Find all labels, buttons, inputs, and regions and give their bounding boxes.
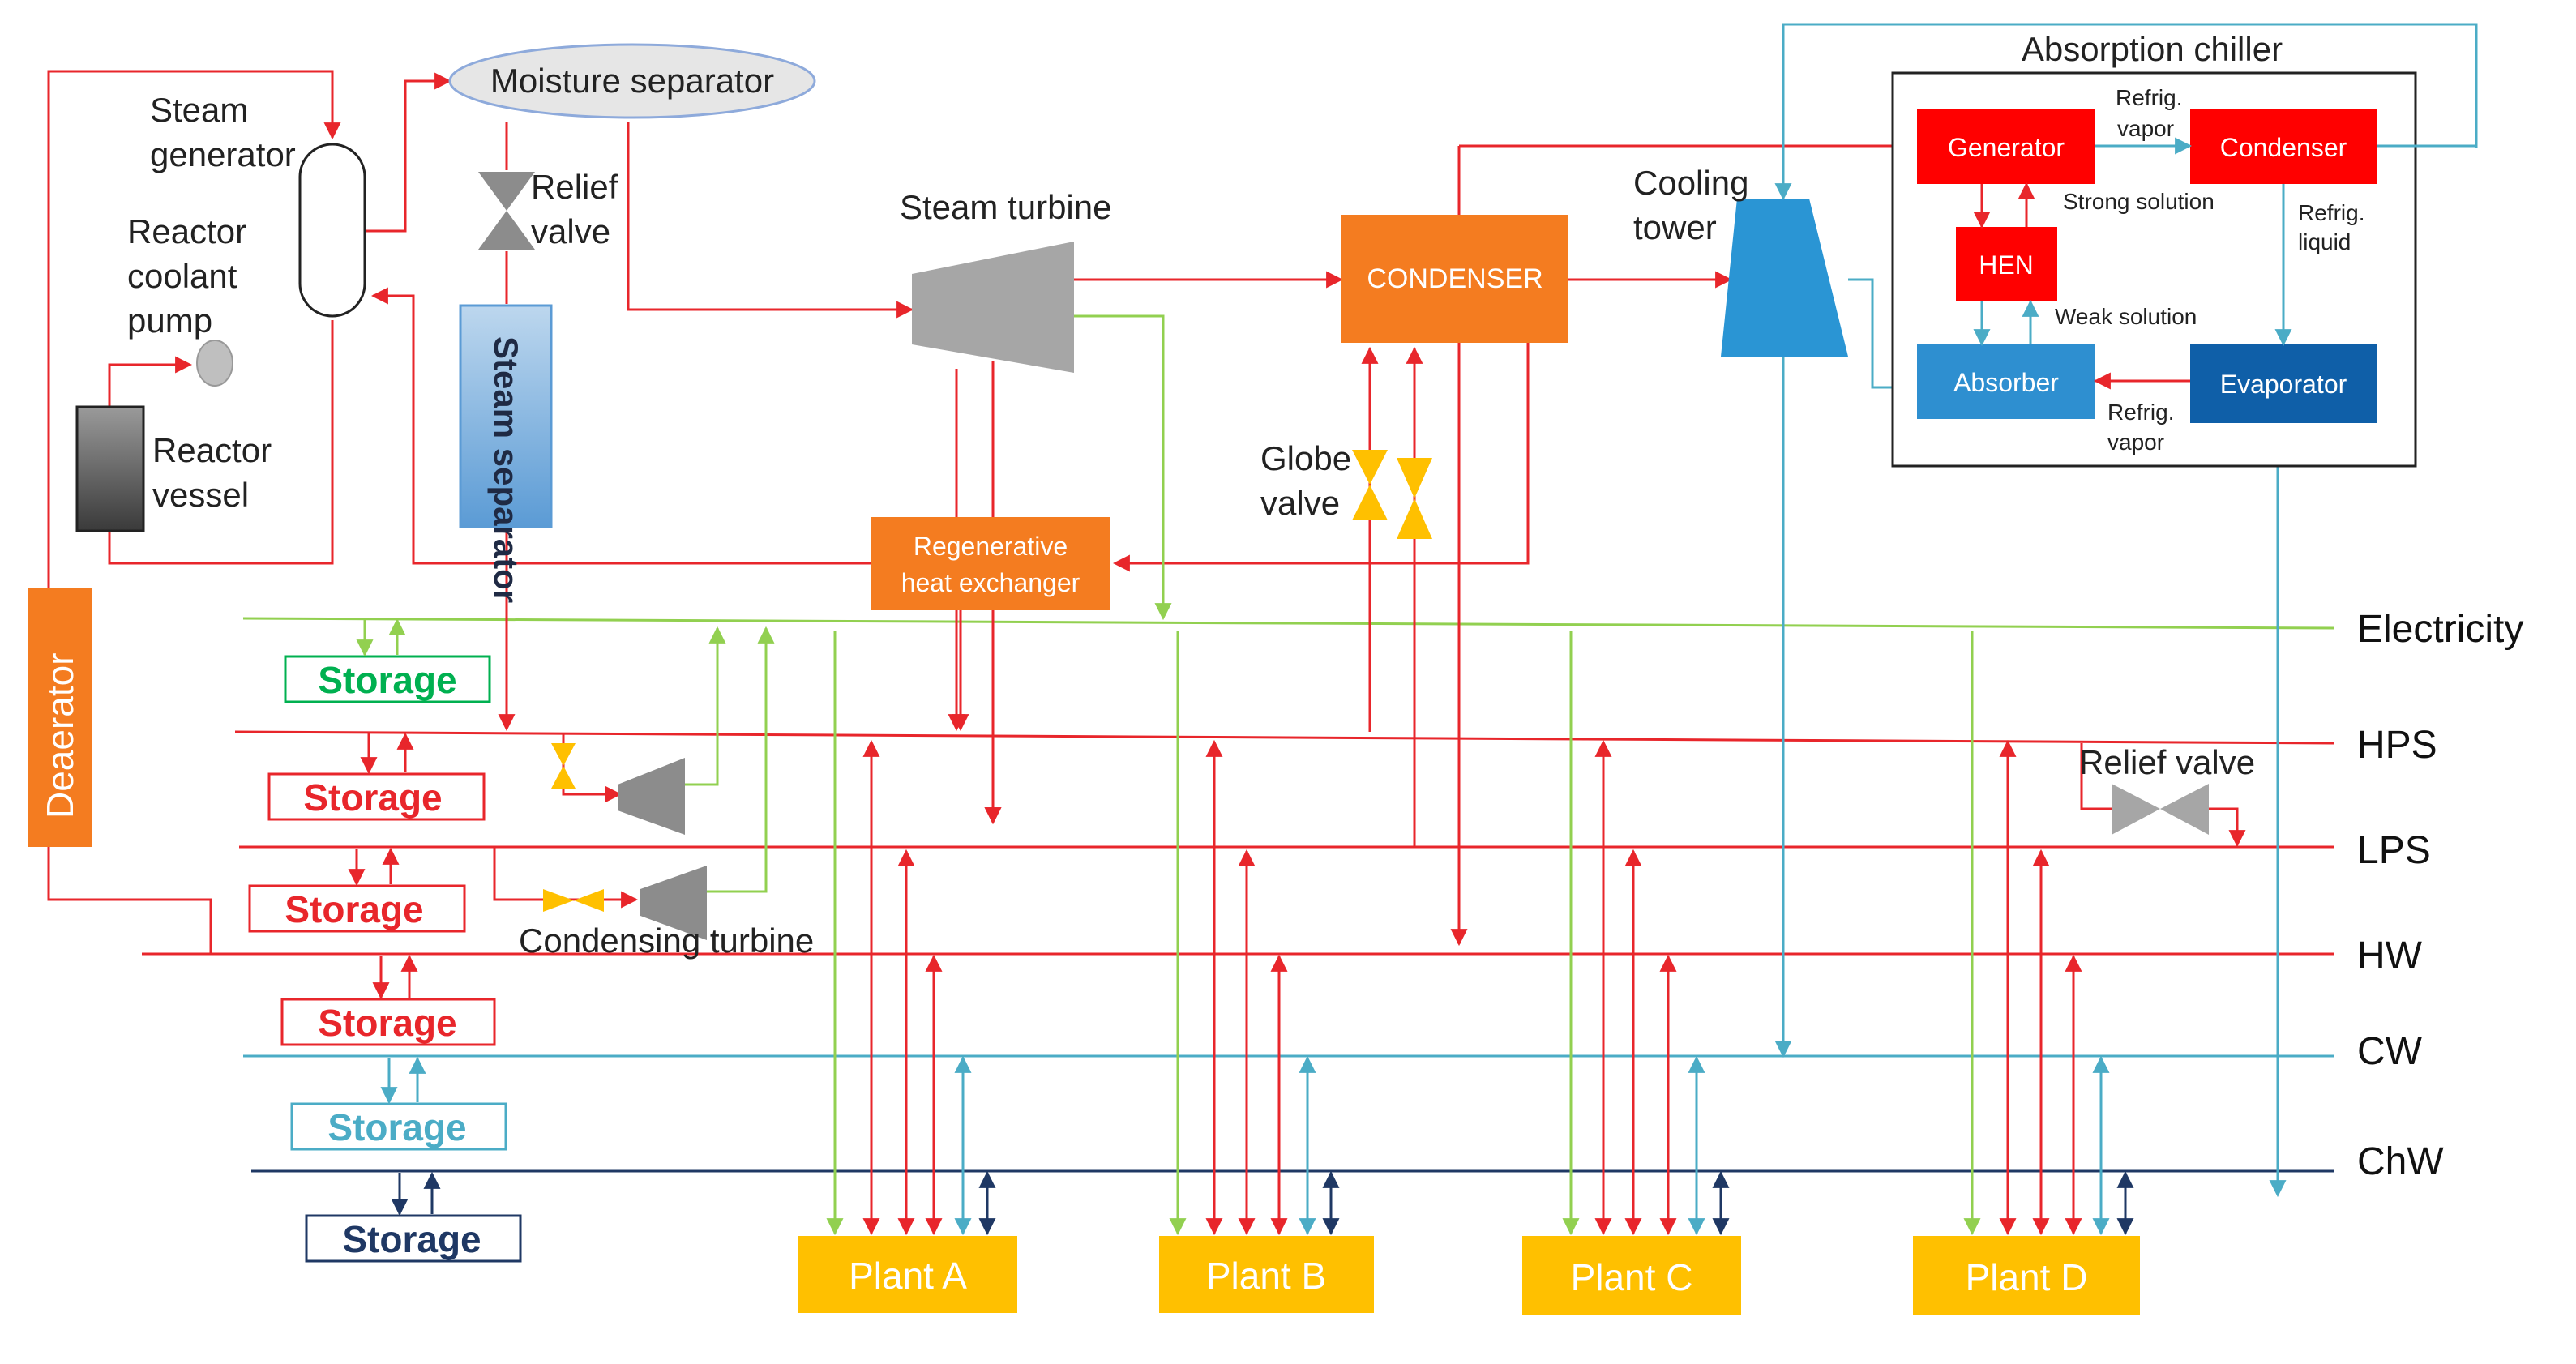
storage-chw-label: Storage	[342, 1218, 481, 1260]
absorber-label: Absorber	[1953, 368, 2059, 397]
chiller-condenser-box	[2190, 109, 2377, 184]
chiller-internal-arrows	[1973, 137, 2476, 390]
refrig-liquid-label-2: liquid	[2298, 229, 2351, 254]
plant-a-label: Plant A	[849, 1255, 967, 1297]
refrig-vapor-bottom-label-1: Refrig.	[2107, 400, 2174, 425]
plant-c: Plant C	[1522, 1236, 1741, 1315]
steam-generator: Steam generator	[150, 91, 366, 318]
evaporator-box	[2190, 344, 2377, 423]
regen-hx-label-1: Regenerative	[914, 532, 1068, 561]
evaporator-label: Evaporator	[2220, 370, 2347, 399]
storage-cw-label: Storage	[327, 1106, 466, 1148]
refrig-vapor-top-label-1: Refrig.	[2116, 85, 2182, 110]
steam-generator-label-2: generator	[150, 135, 296, 173]
bus-label-chw: ChW	[2357, 1140, 2444, 1183]
moisture-separator-label: Moisture separator	[490, 62, 774, 100]
reactor-coolant-pump-label-3: pump	[127, 301, 212, 340]
plant-b-label: Plant B	[1206, 1255, 1326, 1297]
condensing-turbine-label: Condensing turbine	[519, 921, 814, 960]
globe-valve-label-2: valve	[1260, 484, 1340, 522]
storage-hps-label: Storage	[303, 776, 442, 819]
plant-c-label: Plant C	[1571, 1256, 1693, 1298]
bus-label-cw: CW	[2357, 1030, 2423, 1073]
hps-turbine-branch	[551, 626, 726, 835]
storage-hps: Storage	[267, 732, 486, 821]
absorption-chiller: Absorption chiller Generator Condenser H…	[1891, 30, 2417, 468]
absorber-box	[1917, 344, 2095, 419]
globe-valve-label-1: Globe	[1260, 439, 1351, 477]
chiller-condenser-label: Condenser	[2220, 133, 2347, 162]
cooling-tower: Cooling tower	[1633, 164, 1848, 357]
reactor-vessel: Reactor vessel	[75, 405, 272, 532]
deaerator-label: Deaerator	[39, 652, 81, 819]
hps-back-pressure-turbine	[618, 758, 685, 835]
steam-turbine: Steam turbine	[900, 188, 1111, 373]
main-condenser: CONDENSER	[1341, 215, 1568, 343]
steam-turbine-label: Steam turbine	[900, 188, 1111, 226]
storage-hw: Storage	[280, 954, 496, 1046]
relief-valve-top-label-1: Relief	[531, 168, 618, 206]
relief-valve-top: Relief valve	[478, 168, 618, 250]
steam-supply-pipes	[47, 70, 914, 954]
cooling-tower-label-2: tower	[1633, 208, 1717, 246]
refrig-vapor-top-label-2: vapor	[2117, 116, 2174, 141]
hen-box	[1956, 227, 2057, 301]
bus-label-lps: LPS	[2357, 829, 2431, 872]
regen-hx-label-2: heat exchanger	[901, 568, 1080, 597]
reactor-coolant-pump: Reactor coolant pump	[127, 212, 246, 387]
hps-bus-line	[234, 730, 2335, 745]
relief-valve-top-label-2: valve	[531, 212, 610, 250]
plant-a: Plant A	[798, 1236, 1017, 1313]
refrig-liquid-label-1: Refrig.	[2298, 200, 2364, 225]
absorption-chiller-title: Absorption chiller	[2022, 30, 2283, 68]
plant-d-label: Plant D	[1966, 1256, 2088, 1298]
cooling-tower-label-1: Cooling	[1633, 164, 1748, 202]
plant-d: Plant D	[1913, 1236, 2140, 1315]
globe-valves: Globe valve	[1260, 439, 1432, 539]
condensing-turbine	[640, 866, 707, 940]
deaerator: Deaerator	[28, 588, 92, 847]
hen-label: HEN	[1979, 250, 2034, 280]
reactor-vessel-label-2: vessel	[152, 476, 249, 514]
generator-label: Generator	[1948, 133, 2065, 162]
main-condenser-label: CONDENSER	[1367, 263, 1543, 294]
reactor-coolant-pump-label-2: coolant	[127, 257, 237, 295]
storage-electricity: Storage	[284, 618, 491, 703]
moisture-separator: Moisture separator	[448, 43, 816, 119]
strong-solution-label: Strong solution	[2063, 189, 2214, 214]
steam-separator: Steam separator	[459, 304, 553, 603]
turbine-green-feeds	[1074, 314, 1172, 621]
reactor-coolant-pump-label-1: Reactor	[127, 212, 246, 250]
condensing-turbine-branch: Condensing turbine	[484, 626, 814, 960]
refrig-vapor-bottom-label-2: vapor	[2107, 430, 2164, 455]
regen-hx-pipes	[952, 610, 1002, 825]
electricity-bus-line	[242, 617, 2335, 630]
bus-labels: Electricity HPS LPS HW CW ChW	[2357, 608, 2523, 1183]
bus-lines	[142, 617, 2335, 1173]
steam-separator-label: Steam separator	[487, 336, 525, 603]
plant-b: Plant B	[1159, 1236, 1374, 1313]
storage-lps: Storage	[248, 847, 466, 933]
storage-cw: Storage	[290, 1056, 507, 1151]
cooling-blue-pipes	[1774, 23, 2478, 1198]
bus-label-hps: HPS	[2357, 724, 2437, 767]
relief-valve-right-label: Relief valve	[2079, 743, 2255, 781]
bus-label-hw: HW	[2357, 934, 2423, 977]
plant-connections	[826, 631, 2134, 1236]
bus-label-electricity: Electricity	[2357, 608, 2523, 651]
regenerative-heat-exchanger: Regenerative heat exchanger	[871, 517, 1110, 610]
storage-lps-label: Storage	[285, 888, 423, 930]
relief-valve-right: Relief valve	[2079, 743, 2255, 848]
storage-electricity-label: Storage	[318, 659, 456, 701]
generator-box	[1917, 109, 2095, 184]
reactor-vessel-label-1: Reactor	[152, 431, 272, 469]
weak-solution-label: Weak solution	[2055, 304, 2197, 329]
storage-hw-label: Storage	[318, 1002, 456, 1044]
storage-chw: Storage	[305, 1171, 522, 1263]
steam-generator-label-1: Steam	[150, 91, 248, 129]
